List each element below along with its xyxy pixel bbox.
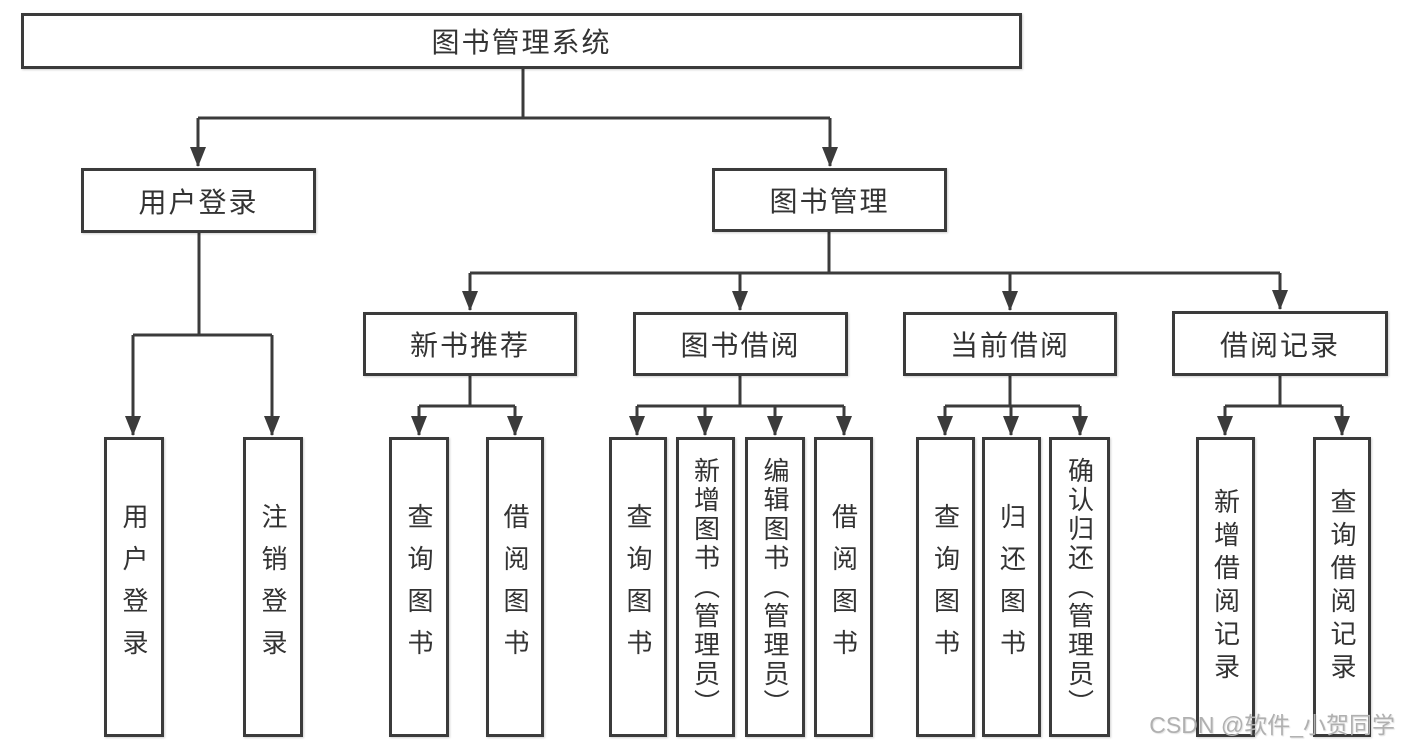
node-book-borrowing-label: 图书借阅: [680, 330, 801, 361]
leaf-add-book-admin: 新增图书（管理员）: [676, 437, 735, 737]
node-root: 图书管理系统: [21, 13, 1022, 69]
node-new-book-recommend: 新书推荐: [363, 312, 577, 376]
leaf-user-login-label: 用户登录: [119, 503, 149, 671]
leaf-return-books-label: 归还图书: [996, 503, 1027, 671]
leaf-add-book-admin-label: 新增图书（管理员）: [690, 456, 721, 718]
leaf-query-books-recommend-label: 查询图书: [404, 503, 434, 671]
node-user-login-label: 用户登录: [138, 186, 259, 218]
leaf-confirm-return-admin: 确认归还（管理员）: [1049, 437, 1110, 737]
node-book-management-label: 图书管理: [769, 186, 890, 217]
node-book-borrowing: 图书借阅: [633, 312, 848, 376]
leaf-edit-book-admin-label: 编辑图书（管理员）: [760, 456, 790, 718]
node-root-label: 图书管理系统: [431, 27, 612, 58]
node-current-borrowing-label: 当前借阅: [949, 330, 1070, 361]
watermark: CSDN @软件_小贺同学: [1149, 712, 1395, 738]
leaf-query-books-borrowing-label: 查询图书: [623, 503, 653, 671]
leaf-borrow-books-borrowing-label: 借阅图书: [828, 503, 859, 671]
leaf-return-books: 归还图书: [982, 437, 1041, 737]
leaf-query-books-current: 查询图书: [916, 437, 975, 737]
leaf-query-books-borrowing: 查询图书: [609, 437, 667, 737]
leaf-edit-book-admin: 编辑图书（管理员）: [745, 437, 805, 737]
node-book-management: 图书管理: [712, 168, 947, 232]
leaf-logout: 注销登录: [243, 437, 303, 737]
leaf-query-borrow-record-label: 查询借阅记录: [1327, 488, 1357, 686]
node-borrowing-records-label: 借阅记录: [1219, 329, 1340, 361]
leaf-query-books-recommend: 查询图书: [389, 437, 449, 737]
leaf-add-borrow-record: 新增借阅记录: [1196, 437, 1255, 737]
leaf-confirm-return-admin-label: 确认归还（管理员）: [1064, 456, 1095, 718]
leaf-logout-label: 注销登录: [258, 503, 288, 671]
node-current-borrowing: 当前借阅: [903, 312, 1117, 376]
leaf-user-login: 用户登录: [104, 437, 164, 737]
node-user-login: 用户登录: [81, 168, 316, 233]
leaf-query-books-current-label: 查询图书: [930, 503, 961, 671]
leaf-borrow-books-recommend: 借阅图书: [486, 437, 544, 737]
leaf-borrow-books-borrowing: 借阅图书: [814, 437, 873, 737]
leaf-query-borrow-record: 查询借阅记录: [1313, 437, 1371, 737]
leaf-add-borrow-record-label: 新增借阅记录: [1210, 488, 1241, 686]
node-new-book-recommend-label: 新书推荐: [409, 330, 530, 361]
leaf-borrow-books-recommend-label: 借阅图书: [500, 503, 530, 671]
node-borrowing-records: 借阅记录: [1172, 311, 1388, 376]
